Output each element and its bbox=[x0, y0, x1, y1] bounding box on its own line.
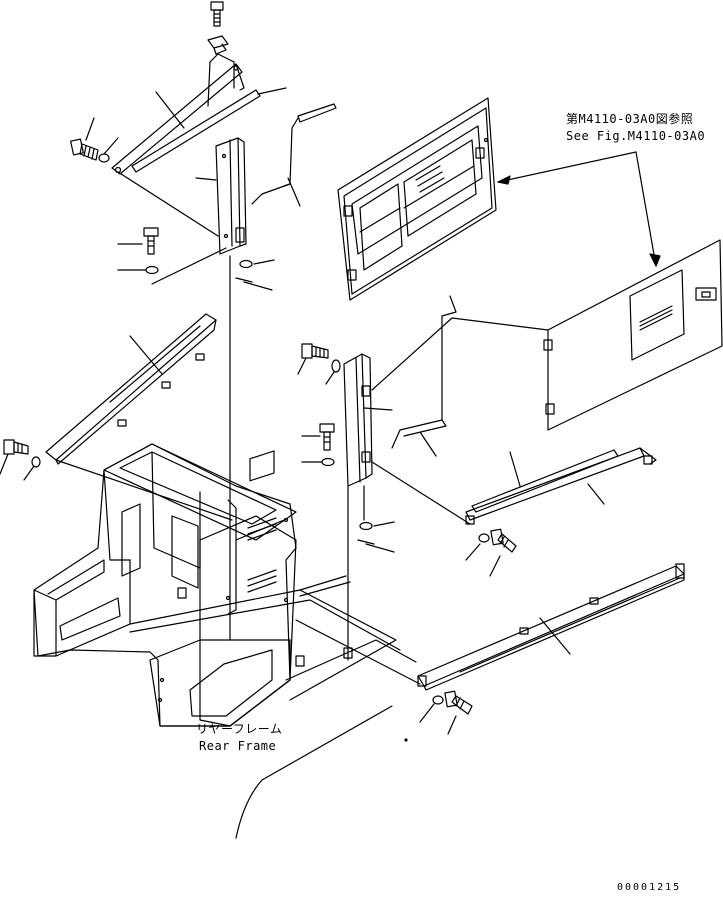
top-bolt-icon bbox=[210, 1, 224, 27]
leader-line bbox=[363, 407, 393, 411]
bolt-icon bbox=[301, 343, 329, 359]
reference-label-jp: 第M4110-03A0図参照 bbox=[566, 112, 694, 126]
bolt-icon bbox=[3, 439, 29, 455]
right-upper-brace-rod bbox=[471, 449, 619, 513]
leader-line bbox=[85, 117, 95, 141]
leader-line bbox=[295, 619, 421, 685]
left-vertical-bracket bbox=[215, 137, 247, 255]
drawing-number: 00001215 bbox=[617, 882, 682, 893]
leader-line bbox=[195, 177, 217, 181]
clip-icon bbox=[207, 35, 229, 55]
rear-frame-label-en: Rear Frame bbox=[199, 739, 277, 753]
leader-line bbox=[207, 61, 211, 107]
rear-frame-label-jp: リヤーフレーム bbox=[196, 722, 283, 736]
leader-line bbox=[0, 453, 9, 475]
leader-line bbox=[419, 431, 437, 457]
leader-line bbox=[103, 137, 119, 155]
washer-icon bbox=[331, 359, 341, 373]
center-wire-rod bbox=[391, 295, 457, 449]
bolt-icon bbox=[70, 138, 99, 161]
right-frame-channel bbox=[417, 563, 685, 691]
washer-icon bbox=[31, 456, 41, 468]
leader-line bbox=[129, 335, 163, 375]
leader-line bbox=[151, 247, 227, 285]
left-frame-channel bbox=[45, 313, 217, 465]
washer-icon bbox=[98, 153, 110, 163]
leader-line bbox=[509, 451, 521, 487]
bolt-icon bbox=[444, 690, 473, 715]
leader-line bbox=[253, 259, 275, 265]
leader-line bbox=[465, 543, 481, 561]
door-panel-outer bbox=[543, 239, 723, 431]
bolt-icon bbox=[143, 227, 159, 255]
leader-line bbox=[23, 465, 35, 481]
leader-line bbox=[539, 617, 571, 655]
leader-line bbox=[217, 53, 235, 63]
leader-line bbox=[419, 703, 435, 723]
reference-label-en: See Fig.M4110-03A0 bbox=[566, 129, 706, 143]
reference-arrow bbox=[497, 151, 661, 267]
washer-icon bbox=[478, 533, 490, 543]
washer-icon bbox=[321, 457, 335, 467]
right-upper-brace bbox=[465, 447, 657, 525]
center-vertical-bracket bbox=[343, 353, 373, 487]
pin-icon bbox=[235, 277, 273, 291]
leader-line bbox=[451, 317, 549, 331]
leader-line bbox=[489, 555, 501, 577]
leader-line bbox=[257, 87, 287, 95]
bolt-icon bbox=[490, 528, 517, 553]
left-wire-rod bbox=[251, 103, 337, 205]
leader-line bbox=[55, 459, 233, 521]
rear-frame-leader bbox=[261, 705, 393, 781]
door-panel-inner bbox=[337, 97, 497, 301]
upper-left-brace-rod bbox=[131, 89, 261, 173]
rear-frame-leader bbox=[235, 779, 263, 839]
bolt-icon bbox=[319, 423, 335, 451]
pin-icon bbox=[357, 539, 395, 553]
leader-line bbox=[117, 171, 219, 237]
leader-line bbox=[297, 357, 307, 375]
washer-icon bbox=[145, 265, 159, 275]
leader-line bbox=[447, 715, 457, 735]
washer-icon bbox=[239, 259, 253, 269]
leader-line bbox=[371, 461, 471, 525]
leader-line bbox=[287, 177, 301, 207]
washer-icon bbox=[359, 521, 373, 531]
leader-line bbox=[371, 317, 453, 391]
leader-line bbox=[209, 53, 219, 63]
leader-line bbox=[373, 521, 395, 527]
washer-icon bbox=[432, 695, 444, 705]
leader-line bbox=[325, 371, 335, 385]
leader-line bbox=[155, 91, 185, 129]
stray-mark bbox=[404, 738, 408, 742]
leader-line bbox=[587, 483, 605, 505]
rear-frame bbox=[33, 443, 417, 727]
